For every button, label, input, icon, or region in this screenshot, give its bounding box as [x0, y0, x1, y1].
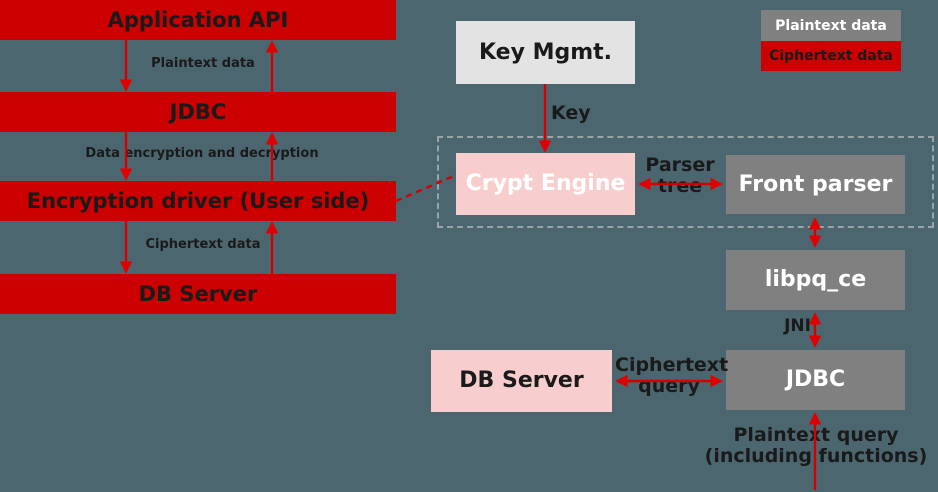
legend-ciphertext-data: Ciphertext data [761, 41, 901, 71]
edge-label-data-encryption-decryption: Data encryption and decryption [85, 146, 319, 161]
edge-label-key: Key [551, 102, 591, 124]
node-crypt-engine: Crypt Engine [456, 153, 635, 215]
edge-label-parser-tree: Parser tree [645, 154, 715, 198]
edge-label-ciphertext-query: Ciphertext query [615, 354, 729, 398]
node-left-db-server: DB Server [0, 274, 396, 314]
node-libpq-ce: libpq_ce [726, 250, 905, 310]
legend-plaintext-data: Plaintext data [761, 10, 901, 41]
node-encryption-driver: Encryption driver (User side) [0, 181, 396, 221]
node-application-api: Application API [0, 0, 396, 40]
edge-label-plaintext-data: Plaintext data [151, 56, 255, 71]
edge-label-jni: JNI [784, 316, 811, 336]
edge-label-plaintext-query: Plaintext query (including functions) [704, 424, 928, 468]
node-key-mgmt: Key Mgmt. [456, 21, 635, 84]
node-front-parser: Front parser [726, 155, 905, 214]
edge-label-ciphertext-data: Ciphertext data [145, 237, 261, 252]
node-right-db-server: DB Server [431, 350, 612, 412]
node-right-jdbc: JDBC [726, 350, 905, 410]
node-left-jdbc: JDBC [0, 92, 396, 132]
